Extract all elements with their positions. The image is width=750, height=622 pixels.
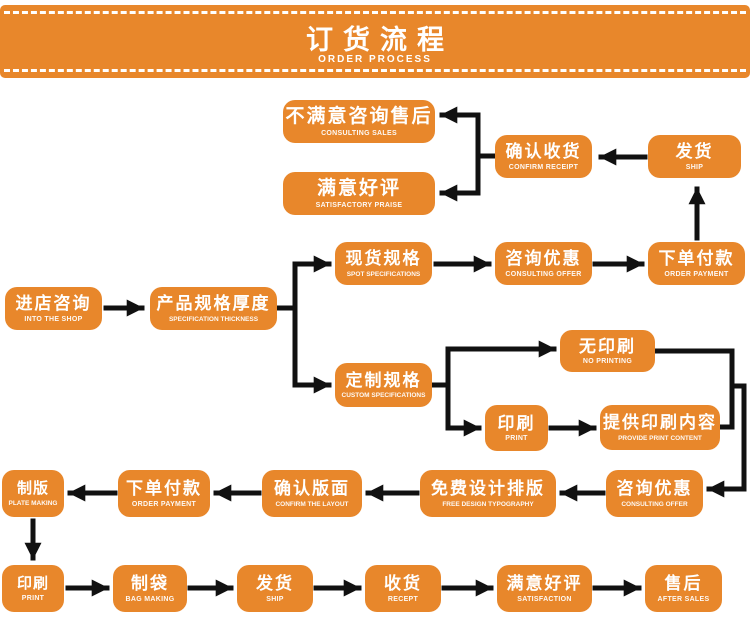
node-spec-thickness: 产品规格厚度 SPECIFICATION THICKNESS (150, 287, 277, 330)
node-order-payment-top: 下单付款 ORDER PAYMENT (648, 242, 745, 285)
node-provide-print-content: 提供印刷内容 PROVIDE PRINT CONTENT (600, 405, 720, 450)
node-label-en: FREE DESIGN TYPOGRAPHY (442, 500, 534, 508)
node-label-zh: 制袋 (131, 574, 169, 594)
node-label-en: CONFIRM THE LAYOUT (275, 500, 349, 508)
node-label-zh: 发货 (675, 142, 714, 162)
node-label-en: INTO THE SHOP (24, 315, 83, 323)
node-label-en: CONSULTING OFFER (505, 270, 582, 278)
node-label-zh: 不满意咨询售后 (285, 106, 433, 128)
node-print-mid: 印刷 PRINT (485, 405, 548, 451)
node-label-en: PLATE MAKING (8, 499, 58, 507)
node-label-en: SHIP (685, 163, 704, 171)
node-label-zh: 满意好评 (316, 178, 401, 200)
node-ship-bottom: 发货 SHIP (237, 565, 313, 612)
node-print-bottom: 印刷 PRINT (2, 565, 64, 612)
node-label-zh: 现货规格 (345, 249, 422, 269)
node-label-zh: 印刷 (497, 413, 536, 433)
node-label-zh: 产品规格厚度 (156, 294, 271, 314)
node-label-en: CONSULTING SALES (321, 129, 397, 137)
node-label-zh: 印刷 (16, 575, 49, 593)
node-label-en: NO PRINTING (582, 358, 633, 366)
node-label-en: CONSULTING OFFER (621, 500, 688, 508)
node-label-en: CONFIRM RECEIPT (508, 163, 579, 171)
node-label-en: RECEPT (387, 595, 419, 603)
node-plate-making: 制版 PLATE MAKING (2, 470, 64, 517)
node-confirm-receipt: 确认收货 CONFIRM RECEIPT (495, 135, 592, 178)
banner-dashed-line-bottom (4, 69, 746, 72)
node-label-en: PROVIDE PRINT CONTENT (618, 434, 702, 442)
node-label-en: CUSTOM SPECIFICATIONS (341, 392, 426, 400)
node-label-en: PRINT (21, 594, 45, 602)
node-label-en: BAG MAKING (125, 595, 175, 603)
node-label-en: ORDER PAYMENT (664, 270, 729, 278)
node-label-zh: 售后 (664, 574, 703, 594)
node-label-zh: 免费设计排版 (431, 479, 545, 499)
node-satisfactory-praise: 满意好评 SATISFACTORY PRAISE (283, 172, 435, 215)
node-label-zh: 进店咨询 (15, 294, 92, 314)
node-label-zh: 定制规格 (345, 370, 422, 390)
page-subtitle: ORDER PROCESS (318, 54, 432, 65)
header-banner: 订货流程 ORDER PROCESS (0, 5, 750, 78)
node-label-zh: 咨询优惠 (616, 479, 693, 499)
node-spot-specs: 现货规格 SPOT SPECIFICATIONS (335, 242, 432, 285)
node-label-en: PRINT (505, 435, 528, 443)
node-label-zh: 提供印刷内容 (603, 413, 717, 433)
node-custom-specs: 定制规格 CUSTOM SPECIFICATIONS (335, 363, 432, 407)
node-satisfaction: 满意好评 SATISFACTION (497, 565, 592, 612)
node-label-zh: 下单付款 (126, 479, 202, 499)
node-label-zh: 确认版面 (274, 479, 350, 499)
node-consulting-offer-bottom: 咨询优惠 CONSULTING OFFER (606, 470, 703, 517)
node-label-en: SHIP (266, 595, 284, 603)
node-label-en: ORDER PAYMENT (131, 500, 197, 508)
node-label-en: SATISFACTION (517, 595, 572, 603)
banner-dashed-line-top (4, 11, 746, 14)
node-receipt: 收货 RECEPT (365, 565, 441, 612)
page-title: 订货流程 (306, 25, 454, 55)
node-label-zh: 确认收货 (505, 142, 582, 162)
node-label-en: SPOT SPECIFICATIONS (346, 270, 421, 278)
node-label-en: AFTER SALES (657, 595, 710, 603)
node-label-zh: 无印刷 (579, 336, 636, 356)
node-bag-making: 制袋 BAG MAKING (113, 565, 187, 612)
node-label-zh: 满意好评 (506, 574, 583, 594)
node-free-design: 免费设计排版 FREE DESIGN TYPOGRAPHY (420, 470, 556, 517)
node-ship-top: 发货 SHIP (648, 135, 741, 178)
node-no-printing: 无印刷 NO PRINTING (560, 330, 655, 372)
node-label-en: SPECIFICATION THICKNESS (168, 315, 259, 323)
node-confirm-layout: 确认版面 CONFIRM THE LAYOUT (262, 470, 362, 517)
node-order-payment-bottom: 下单付款 ORDER PAYMENT (118, 470, 210, 517)
node-consulting-offer-top: 咨询优惠 CONSULTING OFFER (495, 242, 592, 285)
node-label-en: SATISFACTORY PRAISE (315, 201, 403, 209)
node-label-zh: 发货 (256, 574, 294, 594)
node-consulting-sales: 不满意咨询售后 CONSULTING SALES (283, 100, 435, 143)
node-label-zh: 咨询优惠 (505, 249, 582, 269)
node-into-the-shop: 进店咨询 INTO THE SHOP (5, 287, 102, 330)
node-label-zh: 收货 (384, 574, 422, 594)
node-label-zh: 制版 (16, 480, 49, 498)
node-label-zh: 下单付款 (658, 249, 735, 269)
node-after-sales: 售后 AFTER SALES (645, 565, 722, 612)
